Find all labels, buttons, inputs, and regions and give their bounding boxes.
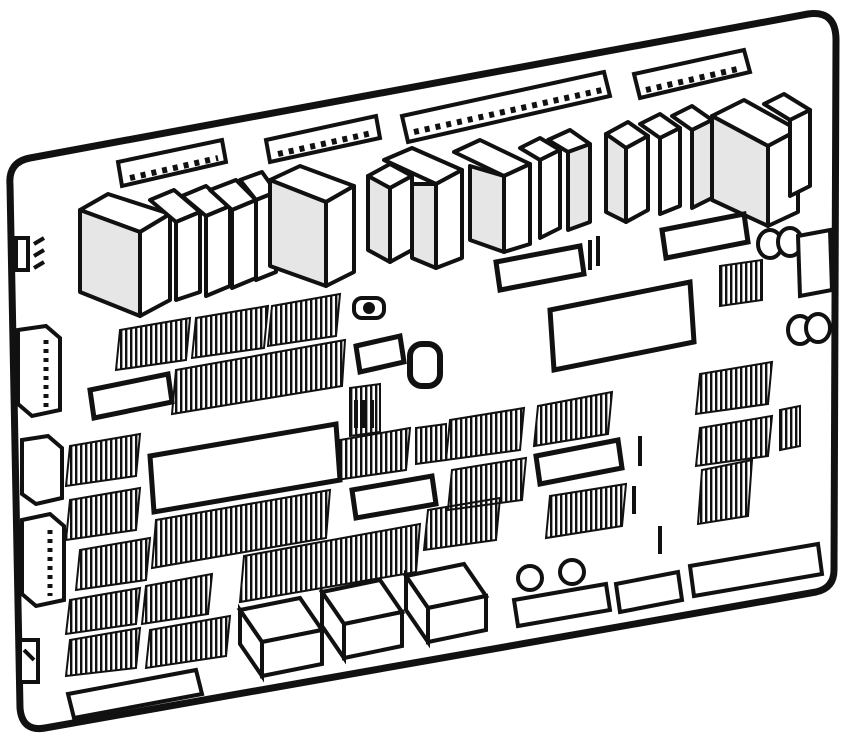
inductor-ring <box>407 341 443 389</box>
capacitor-1 <box>756 226 835 299</box>
relay-group-right <box>604 92 812 228</box>
left-small-component <box>18 638 40 684</box>
capacitor-2 <box>786 312 832 346</box>
small-pins <box>354 236 662 554</box>
left-connector-3 <box>20 511 66 609</box>
left-edge-terminal <box>14 236 46 272</box>
bottom-connectors <box>65 541 825 721</box>
left-connector-1 <box>16 323 62 419</box>
dip-packages <box>87 211 751 521</box>
small-round-component-1 <box>352 296 386 320</box>
top-connector-1 <box>115 137 229 189</box>
ic-chips <box>64 258 801 678</box>
relay-group-middle <box>366 128 592 270</box>
relay-group-left <box>78 170 278 318</box>
top-connector-2 <box>263 113 383 165</box>
left-connector-2 <box>20 433 64 507</box>
relay-large-2 <box>268 164 356 288</box>
top-connector-4 <box>631 47 753 101</box>
top-connector-3 <box>399 69 613 145</box>
